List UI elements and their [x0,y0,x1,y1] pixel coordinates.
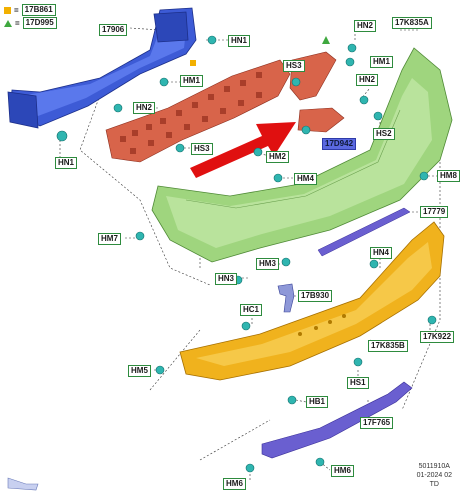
label-hc1: HC1 [240,304,263,316]
label-hs3-mid: HS3 [191,143,213,155]
label-hs3-top: HS3 [283,60,305,72]
label-17779: 17779 [420,206,449,218]
drawing-reference: 5011910A 01-2024 02 TD [417,462,452,489]
legend-item-square: = 17B861 [4,4,56,16]
label-hs2: HS2 [373,128,395,140]
trim-strip [317,207,411,257]
label-17k835a: 17K835A [392,17,432,29]
label-hm6-right: HM6 [331,465,354,477]
clips [56,35,437,473]
label-hm4: HM4 [294,173,317,185]
label-hn2-right: HN2 [356,74,379,86]
label-hm6-left: HM6 [223,478,246,490]
label-17b930: 17B930 [298,290,333,302]
bumper-cover [151,47,453,263]
label-hb1: HB1 [306,396,329,408]
lower-valance [179,221,445,381]
label-hs1: HS1 [347,377,369,389]
label-hn1-left: HN1 [55,157,78,169]
drawing-date: 01-2024 02 [416,472,452,479]
label-17906: 17906 [99,24,128,36]
label-hm7: HM7 [98,233,121,245]
rear-reinforcement-beam [7,7,197,129]
label-hm3: HM3 [256,258,279,270]
label-17k835b: 17K835B [368,340,408,352]
label-17k922: 17K922 [420,331,455,343]
direction-arrow [190,122,296,178]
markers [190,36,330,66]
label-hn1-top: HN1 [228,35,251,47]
label-hn3: HN3 [215,273,238,285]
label-hn2-left: HN2 [133,102,156,114]
square-marker-icon [4,6,11,14]
corner-arrow [7,477,39,491]
label-hn4: HN4 [370,247,393,259]
legend-item-triangle: = 17D995 [4,17,57,29]
label-17f765: 17F765 [360,417,394,429]
label-hn2-top: HN2 [354,20,377,32]
label-17d942: 17D942 [322,138,357,150]
label-hm2: HM2 [266,151,289,163]
legend-code: 17D995 [22,17,57,29]
skid-plate [261,381,413,459]
triangle-marker-icon [4,19,12,27]
label-hm1-right: HM1 [370,56,393,68]
drawing-number: 5011910A [418,463,450,470]
drawing-initials: TD [429,481,439,488]
label-hm1-left: HM1 [180,75,203,87]
legend-code: 17B861 [21,4,56,16]
label-hm5: HM5 [128,365,151,377]
bracket-17b930 [277,283,295,313]
label-hm8: HM8 [437,170,460,182]
